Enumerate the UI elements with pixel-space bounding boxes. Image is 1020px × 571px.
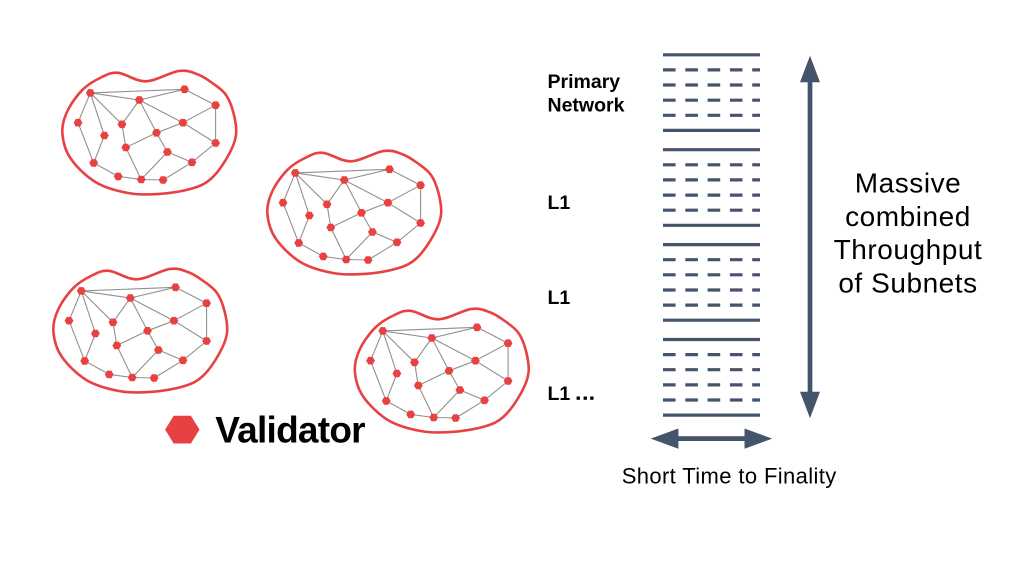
svg-text:L1: L1	[548, 383, 571, 405]
svg-text:Primary: Primary	[548, 71, 621, 93]
svg-text:L1: L1	[548, 192, 571, 214]
svg-text:Massive: Massive	[855, 168, 962, 199]
svg-text:L1: L1	[548, 287, 571, 309]
svg-text:Network: Network	[548, 95, 625, 117]
svg-text:Validator: Validator	[215, 410, 365, 451]
svg-text:Throughput: Throughput	[834, 234, 983, 265]
svg-text:Short Time to Finality: Short Time to Finality	[622, 464, 837, 489]
svg-text:of Subnets: of Subnets	[838, 267, 977, 298]
svg-text:combined: combined	[845, 201, 971, 232]
